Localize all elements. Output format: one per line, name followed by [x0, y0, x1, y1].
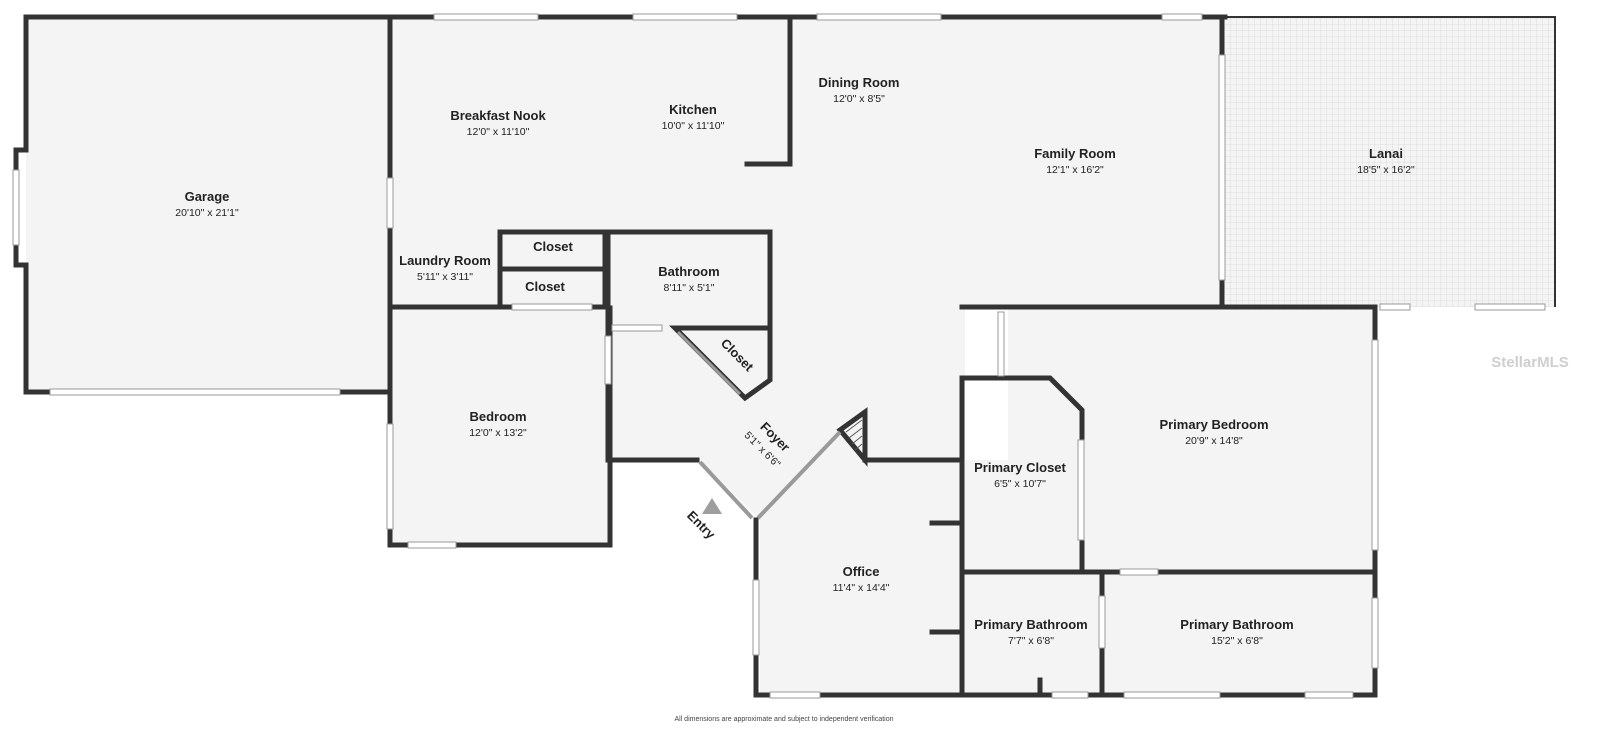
room-name: Dining Room — [819, 75, 900, 90]
room-name: Office — [843, 564, 880, 579]
room-name: Bedroom — [469, 409, 526, 424]
window — [1379, 303, 1411, 311]
laundry-walls — [387, 229, 608, 310]
room-dims: 15'2" x 6'8" — [1211, 635, 1263, 647]
bathroom-west-wall — [605, 229, 700, 463]
window — [1119, 568, 1159, 576]
window — [1051, 691, 1089, 699]
room-dims: 12'0" x 8'5" — [833, 93, 885, 105]
window — [49, 388, 341, 396]
room-dims: 7'7" x 6'8" — [1008, 635, 1054, 647]
window — [407, 541, 457, 549]
north-wing-floor — [397, 17, 1225, 307]
room-name: Kitchen — [669, 102, 717, 117]
window — [1304, 691, 1354, 699]
room-name: Family Room — [1034, 146, 1116, 161]
window — [12, 169, 20, 246]
window — [1098, 595, 1106, 649]
window — [1077, 439, 1085, 541]
bedroom-floor — [390, 307, 610, 545]
south-floor — [760, 460, 1375, 695]
window — [611, 324, 663, 332]
room-dims: 6'5" x 10'7" — [994, 478, 1046, 490]
room-dims: 20'9" x 14'8" — [1185, 435, 1243, 447]
entry-door-left — [698, 460, 754, 520]
room-dims: 12'0" x 11'10" — [467, 126, 530, 138]
window — [1218, 54, 1226, 281]
window — [1123, 691, 1221, 699]
watermark: StellarMLS — [1491, 354, 1569, 371]
window — [769, 691, 821, 699]
window — [632, 13, 738, 21]
room-name: Primary Bathroom — [1180, 617, 1293, 632]
garage-walls — [13, 14, 393, 395]
window — [752, 579, 760, 656]
window — [816, 13, 942, 21]
window — [997, 311, 1005, 377]
office-column — [836, 407, 868, 467]
room-dims: 20'10" x 21'1" — [175, 207, 239, 219]
room-name: Bathroom — [658, 264, 719, 279]
room-dims: 10'0" x 11'10" — [662, 120, 725, 132]
room-name: Laundry Room — [399, 253, 491, 268]
room-name: Primary Bathroom — [974, 617, 1087, 632]
bathroom-walls — [605, 229, 773, 402]
room-dims: 11'4" x 14'4" — [833, 582, 890, 594]
disclaimer: All dimensions are approximate and subje… — [674, 716, 893, 723]
window — [433, 13, 539, 21]
room-dims: 5'11" x 3'11" — [417, 271, 473, 283]
window — [386, 177, 394, 229]
windows — [12, 13, 1546, 699]
entry-door-right — [756, 430, 842, 520]
closet-door — [676, 330, 742, 396]
column-hatch — [845, 419, 863, 451]
room-name: Garage — [185, 189, 230, 204]
room-name: Breakfast Nook — [450, 108, 546, 123]
entry-arrow-icon — [702, 498, 722, 514]
window — [1161, 13, 1203, 21]
window — [511, 303, 593, 311]
window — [1371, 597, 1379, 669]
room-name: Closet — [533, 239, 573, 254]
room-dims: 18'5" x 16'2" — [1357, 164, 1415, 176]
room-dims: 12'0" x 13'2" — [469, 427, 527, 439]
primary-north-wall — [959, 304, 1378, 698]
room-name: Closet — [525, 279, 565, 294]
lanai-floor — [1225, 17, 1555, 307]
room-name: Lanai — [1369, 146, 1403, 161]
kitchen-peninsula — [744, 14, 793, 167]
room-dims: 12'1" x 16'2" — [1046, 164, 1104, 176]
room-name: Primary Closet — [974, 460, 1066, 475]
window — [1371, 339, 1379, 551]
garage-floor — [26, 17, 397, 392]
window — [386, 423, 394, 530]
room-name: Primary Bedroom — [1159, 417, 1268, 432]
window — [1474, 303, 1546, 311]
window — [604, 335, 612, 385]
floors — [26, 17, 1555, 695]
room-dims: 8'11" x 5'1" — [664, 282, 715, 294]
lanai-outline — [1225, 16, 1556, 307]
